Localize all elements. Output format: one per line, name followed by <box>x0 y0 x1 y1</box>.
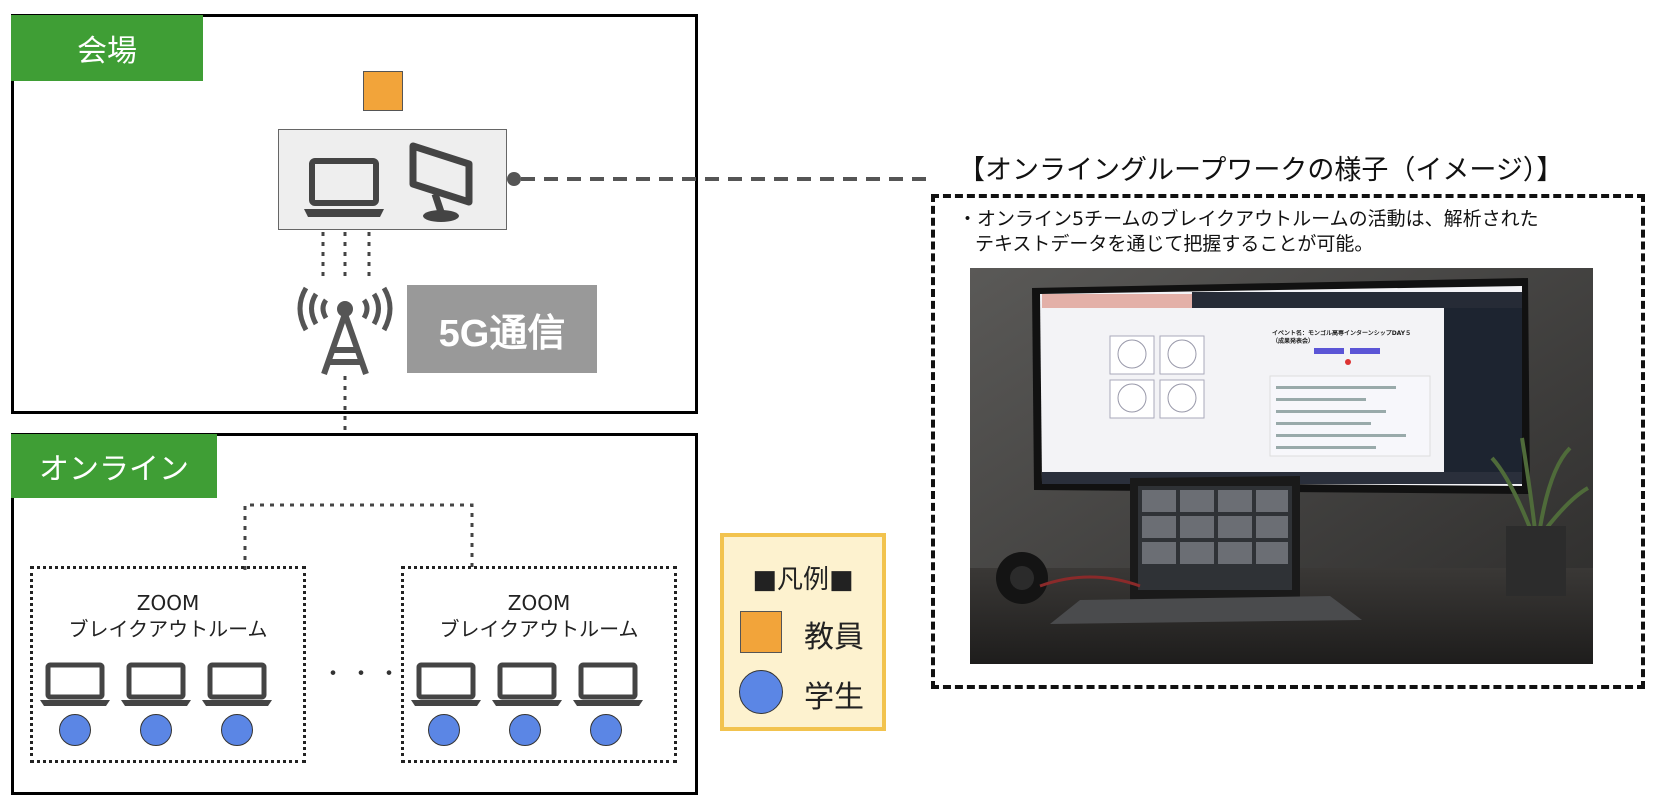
breakout-room-1-label: ZOOM ブレイクアウトルーム <box>30 590 306 642</box>
laptop-icon <box>304 158 384 217</box>
venue-tag: 会場 <box>11 15 203 81</box>
room-2-line2: ブレイクアウトルーム <box>439 617 639 641</box>
device-antenna-link <box>321 232 371 280</box>
laptop-icon <box>492 662 562 706</box>
screen-heading: イベント名：モンゴル高専インターンシップDAY５（成果発表会） <box>1272 330 1412 345</box>
student-marker <box>509 714 541 746</box>
breakout-room-1 <box>30 566 306 763</box>
laptop-icon <box>573 662 643 706</box>
groupwork-note-line2: テキストデータを通じて把握することが可能。 <box>975 233 1374 255</box>
breakout-room-2 <box>401 566 677 763</box>
student-marker <box>428 714 460 746</box>
laptop-icon <box>121 662 191 706</box>
room-2-line1: ZOOM <box>507 591 571 615</box>
room-branch-lines <box>243 503 474 570</box>
groupwork-title: 【オンライングループワークの様子（イメージ）】 <box>958 155 1564 186</box>
student-marker <box>221 714 253 746</box>
student-marker <box>59 714 91 746</box>
room-1-line2: ブレイクアウトルーム <box>68 617 268 641</box>
groupwork-box <box>931 194 1645 689</box>
groupwork-note-line1: ・オンライン5チームのブレイクアウトルームの活動は、解析された <box>958 208 1539 230</box>
laptop-icon <box>411 662 481 706</box>
legend-student-label: 学生 <box>804 680 864 715</box>
legend-teacher-label: 教員 <box>804 620 864 655</box>
online-frame <box>11 433 698 795</box>
monitor-icon <box>409 142 473 222</box>
room-1-line1: ZOOM <box>136 591 200 615</box>
laptop-icon <box>40 662 110 706</box>
legend-student-swatch <box>739 670 783 714</box>
student-marker <box>590 714 622 746</box>
more-rooms-ellipsis: ・・・ <box>322 662 407 687</box>
connector-line <box>507 172 935 186</box>
breakout-room-2-label: ZOOM ブレイクアウトルーム <box>401 590 677 642</box>
groupwork-note: ・オンライン5チームのブレイクアウトルームの活動は、解析された テキストデータを… <box>958 207 1598 257</box>
legend-title: ■凡例■ <box>752 565 854 595</box>
teacher-marker <box>363 71 403 111</box>
groupwork-photo: イベント名：モンゴル高専インターンシップDAY５（成果発表会） <box>970 268 1593 664</box>
laptop-icon <box>202 662 272 706</box>
signal-label: 5G通信 <box>407 285 597 373</box>
legend-teacher-swatch <box>740 611 782 653</box>
student-marker <box>140 714 172 746</box>
online-tag: オンライン <box>11 434 217 498</box>
photo-scene <box>970 268 1593 664</box>
antenna-tower-icon <box>297 286 393 375</box>
legend: ■凡例■ 教員 学生 <box>720 533 886 731</box>
